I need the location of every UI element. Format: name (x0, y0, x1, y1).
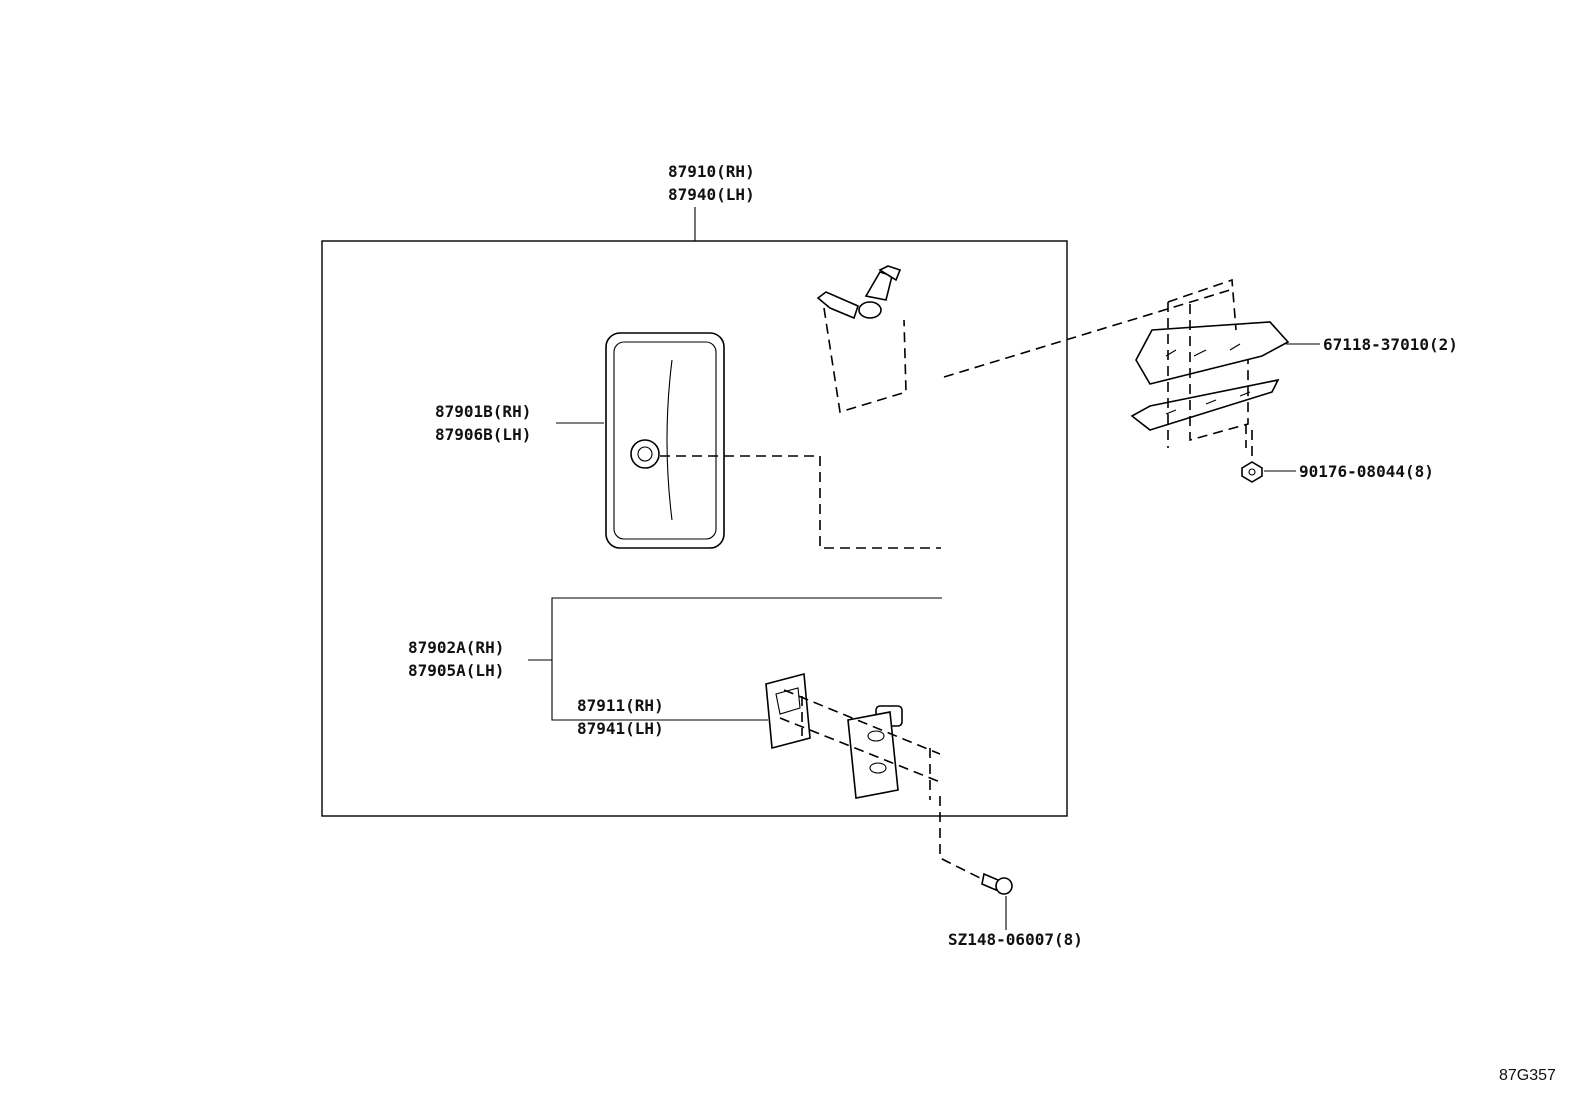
screw-guide (939, 796, 981, 879)
mirror-glass-callout-rh: 87901B(RH) (435, 402, 531, 421)
stay-callout-rh: 87902A(RH) (408, 638, 504, 657)
bracket-guide (779, 689, 941, 800)
screw-icon (981, 872, 1013, 895)
retainer-guide (943, 289, 1231, 378)
bracket-callout-rh: 87911(RH) (577, 696, 664, 715)
bracket-callout-lh: 87941(LH) (577, 719, 664, 738)
nut-icon (1241, 461, 1263, 483)
mirror-glass-callout-lh: 87906B(LH) (435, 425, 531, 444)
stay-callout-lh: 87905A(LH) (408, 661, 504, 680)
stay-arm (816, 265, 949, 727)
diagram-reference: 87G357 (1499, 1067, 1556, 1084)
mirror-pivot (630, 439, 660, 469)
screw-callout: SZ148-06007(8) (948, 930, 1083, 949)
retainer-strips (1130, 321, 1290, 431)
retainer-callout: 67118-37010(2) (1323, 335, 1458, 354)
upper-mount-guide (823, 307, 907, 414)
retainer-outline-guide (1167, 278, 1249, 448)
assembly-callout-rh: 87910(RH) (668, 162, 755, 181)
bracket-pad (765, 672, 811, 750)
assembly-callout-lh: 87940(LH) (668, 185, 755, 204)
nut-callout: 90176-08044(8) (1299, 462, 1434, 481)
mirror-to-stay-guide (660, 455, 942, 549)
stay-leader (528, 597, 942, 721)
mirror-head (605, 332, 725, 549)
